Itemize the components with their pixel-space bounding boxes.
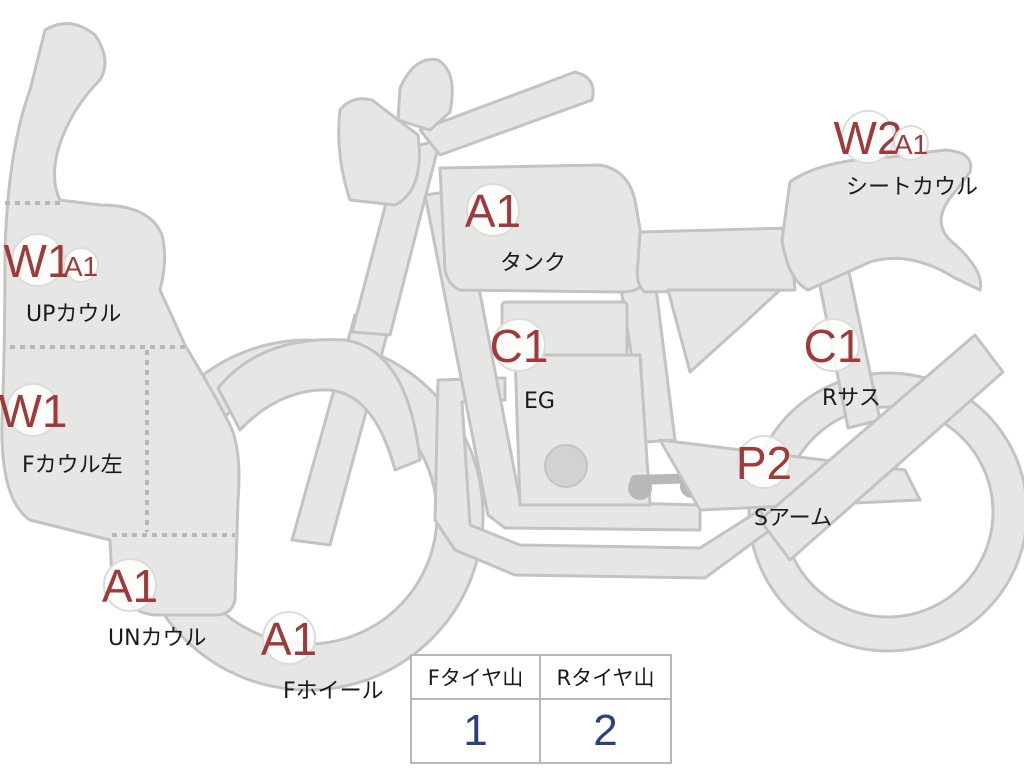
frame [423,188,772,580]
badge-r-sus: C1 Rサス [804,318,881,411]
grade-s-arm: P2 [736,437,792,489]
subgrade-up-cowl: A1 [64,251,98,282]
rear-tire-header: Rタイヤ山 [541,656,670,700]
front-cowl [0,22,241,617]
rear-tire-value: 2 [593,706,618,755]
badge-engine: C1 EG [490,318,555,414]
badge-s-arm: P2 Sアーム [736,435,832,531]
label-r-sus: Rサス [822,386,881,411]
swing-arm [658,333,1005,562]
label-f-cowl-left: Fカウル左 [22,453,123,478]
grade-seat-cowl: W2 [834,112,903,164]
grade-f-wheel: A1 [261,613,317,665]
label-up-cowl: UPカウル [26,302,121,327]
label-s-arm: Sアーム [754,506,832,531]
badge-un-cowl: A1 UNカウル [102,558,207,651]
badge-f-cowl-left: W1 Fカウル左 [0,383,123,478]
badge-tank: A1 タンク [465,183,566,276]
grade-engine: C1 [490,320,549,372]
label-un-cowl: UNカウル [108,626,207,651]
front-tire-header: Fタイヤ山 [412,656,541,700]
label-tank: タンク [500,251,566,276]
tire-tread-table: Fタイヤ山 Rタイヤ山 1 2 [410,654,672,764]
label-f-wheel: Fホイール [283,679,384,704]
grade-f-cowl-left: W1 [0,385,68,437]
label-engine: EG [524,389,555,414]
front-tire-value: 1 [412,700,541,762]
grade-tank: A1 [465,185,521,237]
badge-f-wheel: A1 Fホイール [261,611,384,704]
subgrade-seat-cowl: A1 [894,129,928,160]
seat [635,226,797,374]
headlight-plate [337,97,421,207]
badge-up-cowl: W1 A1 UPカウル [4,233,121,327]
grade-un-cowl: A1 [102,560,158,612]
label-seat-cowl: シートカウル [846,175,978,200]
seat-cowl [780,148,983,292]
grade-up-cowl: W1 [4,235,73,287]
grade-r-sus: C1 [804,320,863,372]
front-fender [216,338,422,472]
badge-seat-cowl: W2 A1 シートカウル [834,110,978,200]
